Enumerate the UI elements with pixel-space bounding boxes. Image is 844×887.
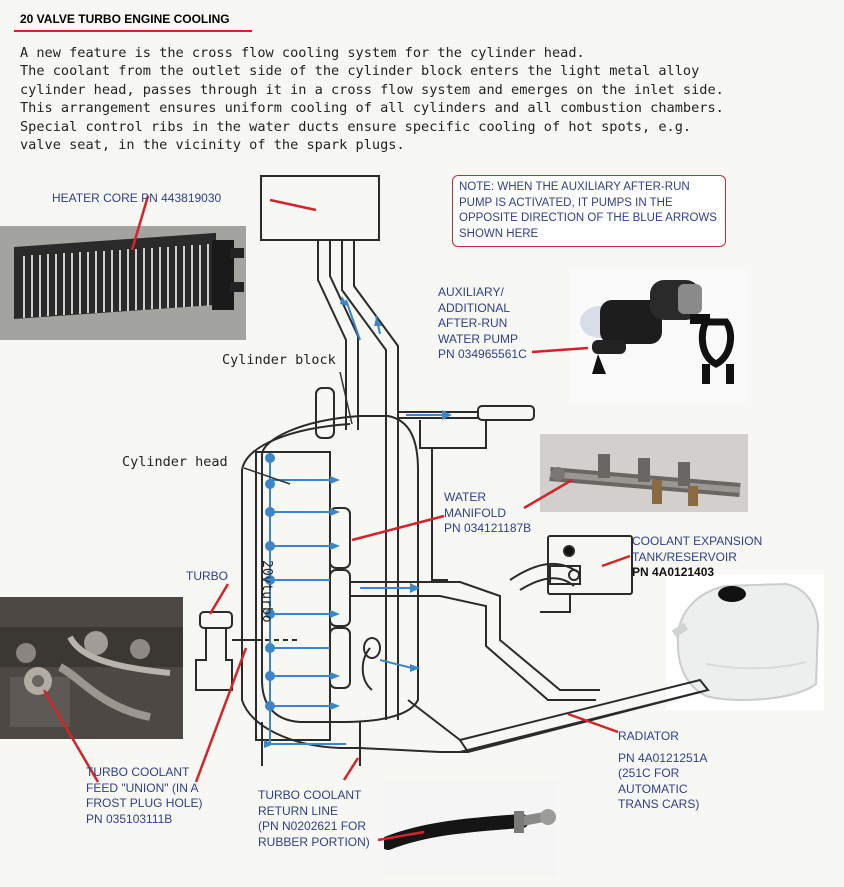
label-line: COOLANT EXPANSION [632, 534, 763, 548]
water-manifold-photo [540, 434, 748, 512]
turbo-label: TURBO [186, 569, 228, 583]
label-line: FEED "UNION" (IN A [86, 780, 199, 795]
label-line: WATER PUMP [438, 331, 518, 346]
label-line: (251C FOR [618, 766, 680, 780]
title-underline [14, 30, 252, 32]
after-run-note: NOTE: WHEN THE AUXILIARY AFTER-RUN PUMP … [452, 175, 726, 247]
diagram-pointers [243, 371, 353, 485]
aux-pump-label: AUXILIARY/ ADDITIONAL AFTER-RUN WATER PU… [438, 285, 527, 363]
label-line: AUTOMATIC [618, 781, 688, 796]
label-line: PN 034121187B [444, 521, 532, 535]
label-line: FROST PLUG HOLE) [86, 796, 203, 810]
cylinder-head-label: Cylinder head [122, 454, 228, 470]
label-line: TANK/RESERVOIR [632, 549, 737, 564]
coolant-tank-label: COOLANT EXPANSION TANK/RESERVOIR PN 4A01… [632, 534, 762, 581]
label-line: AFTER-RUN [438, 316, 508, 330]
cylinder-block-label: Cylinder block [222, 352, 336, 368]
leader-lines [42, 195, 631, 842]
intro-text: A new feature is the cross flow cooling … [20, 44, 830, 154]
label-line: RUBBER PORTION) [258, 834, 370, 849]
label-line: WATER [444, 490, 486, 504]
coolant-tank-pn: PN 4A0121403 [632, 565, 715, 579]
label-line: MANIFOLD [444, 505, 507, 520]
label-line: ADDITIONAL [438, 300, 511, 315]
turbo-feed-label: TURBO COOLANT FEED "UNION" (IN A FROST P… [86, 765, 202, 827]
coolant-flow-arrows [264, 296, 452, 748]
intro-line: cylinder head, passes through it in a cr… [20, 81, 724, 98]
label-line: TRANS CARS) [618, 797, 700, 811]
intro-line: This arrangement ensures uniform cooling… [20, 100, 724, 117]
water-manifold-label: WATER MANIFOLD PN 034121187B [444, 490, 531, 537]
heater-core-photo [0, 226, 246, 340]
heater-core-label: HEATER CORE PN 443819030 [52, 191, 222, 205]
coolant-tank-photo [666, 574, 824, 710]
return-line-photo [384, 781, 556, 877]
intro-line: valve seat, in the vicinity of the spark… [20, 137, 405, 154]
label-line: RETURN LINE [258, 803, 339, 818]
intro-line: A new feature is the cross flow cooling … [20, 45, 585, 61]
intro-line: The coolant from the outlet side of the … [20, 63, 700, 80]
label-line: AUXILIARY/ [438, 285, 504, 299]
label-line: RADIATOR [618, 729, 679, 743]
label-line: PN 035103111B [86, 811, 173, 826]
label-line: (PN N0202621 FOR [258, 819, 367, 833]
head-engraving: 20vturbo [259, 560, 274, 623]
heater-box [260, 175, 380, 241]
page-title: 20 VALVE TURBO ENGINE COOLING [20, 12, 230, 26]
aux-pump-photo [570, 270, 748, 402]
radiator-label: RADIATOR PN 4A0121251A (251C FOR AUTOMAT… [618, 729, 707, 813]
label-line: PN 034965561C [438, 347, 527, 361]
label-line: TURBO COOLANT [258, 788, 362, 802]
label-line: PN 4A0121251A [618, 750, 708, 765]
turbo-photo [0, 597, 183, 739]
intro-line: Special control ribs in the water ducts … [20, 118, 692, 135]
label-line: TURBO COOLANT [86, 765, 190, 779]
turbo-return-label: TURBO COOLANT RETURN LINE (PN N0202621 F… [258, 788, 370, 850]
